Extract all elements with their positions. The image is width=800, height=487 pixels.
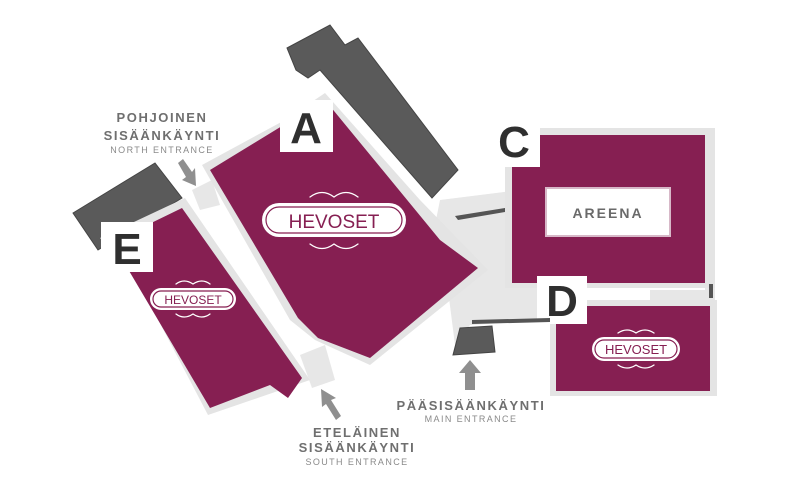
service-building-e xyxy=(72,162,183,251)
hall-d-ornament-top xyxy=(617,329,655,334)
north-entrance-fi-line2: SISÄÄNKÄYNTI xyxy=(104,128,221,143)
hall-e-sign-inner xyxy=(152,290,234,308)
hall-e: E HEVOSET xyxy=(100,198,310,415)
main-entrance-arrow xyxy=(459,360,481,390)
corridor-north xyxy=(192,180,220,210)
main-entrance-building xyxy=(452,325,496,356)
north-entrance-en: NORTH ENTRANCE xyxy=(110,145,213,155)
hall-d-label: HEVOSET xyxy=(605,342,667,357)
bar-c-right xyxy=(709,284,713,298)
hall-d-letter: D xyxy=(546,277,578,326)
hall-a-letter: A xyxy=(290,104,322,153)
hall-d-sign-inner xyxy=(594,339,678,359)
north-entrance-fi-line1: POHJOINEN xyxy=(117,110,208,125)
main-entrance: PÄÄSISÄÄNKÄYNTI MAIN ENTRANCE xyxy=(397,360,546,424)
hall-e-ornament-top xyxy=(175,280,211,285)
hall-c-letter: C xyxy=(498,118,530,167)
bar-to-d xyxy=(472,318,550,324)
south-entrance-en: SOUTH ENTRANCE xyxy=(305,457,408,467)
main-entrance-fi: PÄÄSISÄÄNKÄYNTI xyxy=(397,398,546,413)
hall-d-ornament-bottom xyxy=(617,364,655,369)
service-building-a xyxy=(286,24,459,199)
hall-a-label: HEVOSET xyxy=(289,212,380,233)
hall-d: D HEVOSET xyxy=(537,276,717,396)
south-entrance-arrow xyxy=(321,389,341,420)
hall-e-letter-box xyxy=(101,222,153,272)
service-buildings xyxy=(72,24,496,356)
bar-a-to-c xyxy=(455,208,505,220)
hall-e-letter: E xyxy=(112,225,141,274)
south-entrance-fi-line1: ETELÄINEN xyxy=(313,425,401,440)
hall-d-sign-frame xyxy=(592,337,680,361)
hall-c: C AREENA xyxy=(488,112,715,288)
hall-d-sign: HEVOSET xyxy=(592,329,680,369)
south-entrance: ETELÄINEN SISÄÄNKÄYNTI SOUTH ENTRANCE xyxy=(299,389,416,467)
corridor-south xyxy=(300,345,335,388)
hall-c-letter-box xyxy=(488,112,540,167)
hall-a-ornament-bottom xyxy=(309,243,359,250)
main-entrance-en: MAIN ENTRANCE xyxy=(425,414,518,424)
hall-d-letter-box xyxy=(537,276,587,324)
hall-a-ornament-top xyxy=(309,191,359,198)
hall-e-ornament-bottom xyxy=(175,313,211,318)
hall-a-sign-inner xyxy=(265,206,403,234)
north-entrance: POHJOINEN SISÄÄNKÄYNTI NORTH ENTRANCE xyxy=(104,110,221,186)
areena-label-box xyxy=(545,187,671,237)
north-entrance-arrow xyxy=(178,159,196,186)
south-entrance-fi-line2: SISÄÄNKÄYNTI xyxy=(299,440,416,455)
hall-a-letter-box xyxy=(280,100,333,152)
connector-bars xyxy=(455,208,713,324)
hall-a: A HEVOSET xyxy=(202,93,488,365)
corridor-c-right xyxy=(650,290,710,300)
hall-e-sign: HEVOSET xyxy=(150,280,236,318)
corridor-d-connector xyxy=(470,282,552,325)
hall-c-label: AREENA xyxy=(572,205,643,221)
hall-a-sign-frame xyxy=(262,203,406,237)
hall-e-label: HEVOSET xyxy=(164,293,222,307)
hall-a-sign: HEVOSET xyxy=(262,191,406,250)
hall-e-sign-frame xyxy=(150,288,236,310)
